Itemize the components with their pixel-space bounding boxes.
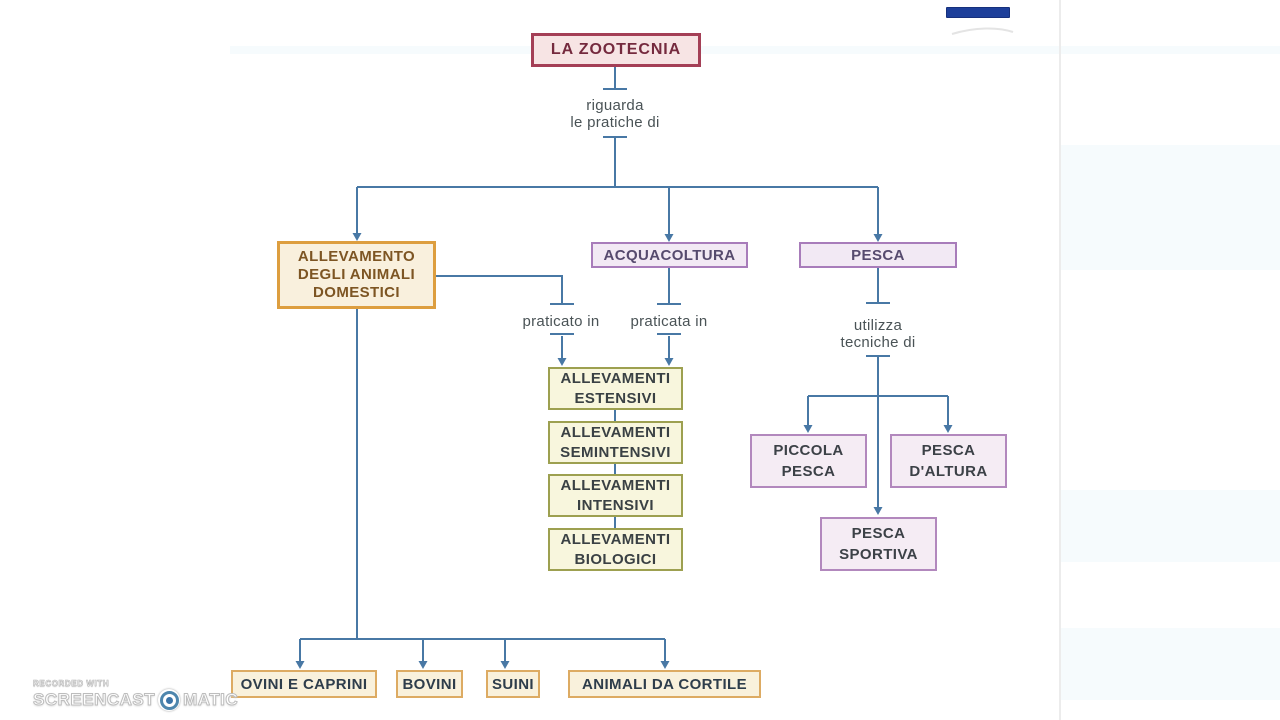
- edges: [299, 27, 1014, 661]
- animal-category-box: ANIMALI DA CORTILE: [568, 670, 761, 698]
- edge-label-praticato-in: praticato in: [522, 313, 600, 330]
- fishing-type-box: PESCA SPORTIVA: [820, 517, 937, 571]
- annotation-highlight-bar: [946, 7, 1010, 18]
- swoosh-mark: [951, 27, 1014, 35]
- animal-category-box: SUINI: [486, 670, 540, 698]
- branch-allevamento-box: ALLEVAMENTO DEGLI ANIMALI DOMESTICI: [277, 241, 436, 309]
- branch-acquacoltura-box: ACQUACOLTURA: [591, 242, 748, 268]
- farming-type-box: ALLEVAMENTI INTENSIVI: [548, 474, 683, 517]
- logo-ring: [159, 690, 179, 710]
- screencast-o-matic-logo-icon: [158, 689, 181, 711]
- edge-label-root: riguarda le pratiche di: [570, 97, 660, 131]
- watermark-brand-right: MATIC: [183, 690, 239, 710]
- page-edge-line: [1059, 0, 1061, 720]
- root-box-zootecnia: LA ZOOTECNIA: [531, 33, 701, 67]
- watermark-recorded-with: RECORDED WITH: [33, 679, 110, 689]
- watermark-brand-left: SCREENCAST: [32, 690, 156, 710]
- screencast-watermark: RECORDED WITH SCREENCAST MATIC: [32, 679, 239, 711]
- fishing-type-box: PICCOLA PESCA: [750, 434, 867, 488]
- farming-type-box: ALLEVAMENTI BIOLOGICI: [548, 528, 683, 571]
- animal-category-box: BOVINI: [396, 670, 463, 698]
- farming-type-box: ALLEVAMENTI SEMINTENSIVI: [548, 421, 683, 464]
- farming-type-box: ALLEVAMENTI ESTENSIVI: [548, 367, 683, 410]
- fishing-type-box: PESCA D'ALTURA: [890, 434, 1007, 488]
- edge-label-utilizza-tecniche: utilizza tecniche di: [840, 317, 916, 351]
- logo-dot: [165, 696, 173, 704]
- branch-pesca-box: PESCA: [799, 242, 957, 268]
- watermark-brand: SCREENCAST MATIC: [32, 689, 239, 711]
- edge-label-praticata-in: praticata in: [630, 313, 708, 330]
- arrowheads: [295, 233, 953, 669]
- animal-category-box: OVINI E CAPRINI: [231, 670, 377, 698]
